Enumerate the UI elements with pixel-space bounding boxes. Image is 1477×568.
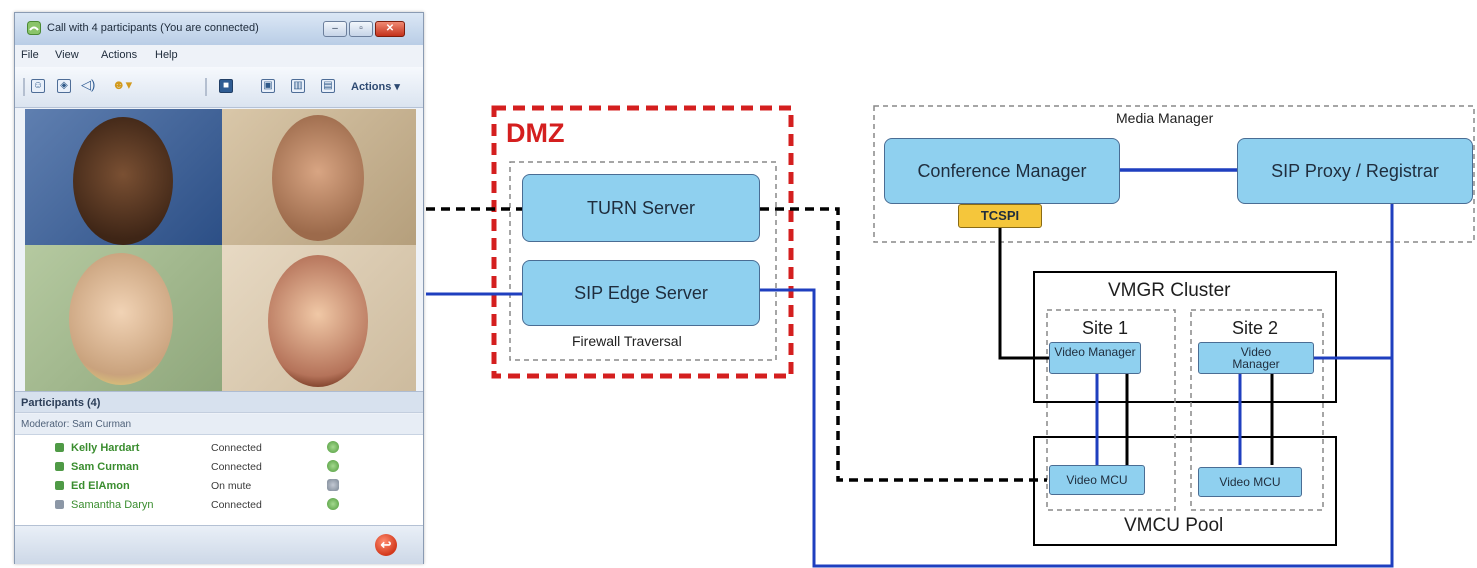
- participant-face: [272, 115, 364, 241]
- maximize-button[interactable]: ▫: [349, 21, 373, 37]
- participant-row[interactable]: Sam Curman Connected: [15, 458, 423, 477]
- video-tile-4[interactable]: [222, 245, 416, 391]
- participants-icon[interactable]: ☻▾: [111, 77, 133, 92]
- media-manager-boundary: [873, 105, 1475, 243]
- call-window: Call with 4 participants (You are connec…: [14, 12, 424, 564]
- connected-icon: [327, 460, 339, 472]
- menu-actions[interactable]: Actions: [101, 49, 138, 61]
- tcspi-link: [998, 226, 1049, 360]
- phone-user-icon: [55, 500, 64, 509]
- site2-label: Site 2: [1232, 318, 1279, 338]
- vmcu-pool-box: [1033, 436, 1337, 546]
- participant-row[interactable]: Samantha Daryn Connected: [15, 496, 423, 515]
- call-controls-bar: ↩: [15, 525, 423, 564]
- actions-dropdown[interactable]: Actions ▾: [351, 81, 400, 93]
- share-icon[interactable]: ◈: [57, 79, 71, 93]
- menu-file[interactable]: File: [21, 49, 39, 61]
- menu-view[interactable]: View: [55, 49, 79, 61]
- participant-list: Kelly Hardart Connected Sam Curman Conne…: [15, 435, 423, 525]
- site1-boundary: [1046, 309, 1176, 511]
- camera-icon[interactable]: ■: [219, 79, 233, 93]
- video-tile-1[interactable]: [25, 109, 222, 245]
- menu-help[interactable]: Help: [155, 49, 178, 61]
- participant-face: [268, 255, 368, 387]
- dmz-boundary: [491, 105, 794, 379]
- close-button[interactable]: ✕: [375, 21, 405, 37]
- participant-status: Connected: [211, 499, 262, 511]
- site2-boundary: [1190, 309, 1324, 511]
- participant-name: Kelly Hardart: [71, 442, 140, 454]
- speaker-icon[interactable]: ◁): [81, 77, 96, 92]
- user-icon: [55, 443, 64, 452]
- firewall-traversal-boundary: [509, 161, 777, 361]
- window-title: Call with 4 participants (You are connec…: [47, 22, 259, 34]
- connected-icon: [327, 441, 339, 453]
- firewall-traversal-label: Firewall Traversal: [572, 333, 682, 349]
- participant-name: Sam Curman: [71, 461, 139, 473]
- video-manager-1-node: Video Manager: [1049, 342, 1141, 374]
- user-icon: [55, 462, 64, 471]
- dmz-label: DMZ: [506, 118, 565, 148]
- minimize-button[interactable]: –: [323, 21, 347, 37]
- video-tile-2[interactable]: [222, 109, 416, 245]
- toolbar-grip: [23, 78, 25, 96]
- participant-name: Ed ElAmon: [71, 480, 130, 492]
- media-manager-label: Media Manager: [1116, 110, 1214, 126]
- vmgr-cluster-box: [1033, 271, 1337, 403]
- menu-bar: File View Actions Help: [15, 45, 423, 67]
- participant-status: Connected: [211, 442, 262, 454]
- sip-proxy-node: SIP Proxy / Registrar: [1237, 138, 1473, 204]
- site1-label: Site 1: [1082, 318, 1129, 338]
- layout-window-icon[interactable]: ▤: [321, 79, 335, 93]
- video-tile-3[interactable]: [25, 245, 222, 391]
- video-mcu-1-node: Video MCU: [1049, 465, 1145, 495]
- toolbar-grip: [205, 78, 207, 96]
- conference-manager-node: Conference Manager: [884, 138, 1120, 204]
- video-grid: [25, 109, 416, 391]
- title-bar[interactable]: Call with 4 participants (You are connec…: [15, 13, 423, 45]
- participant-row[interactable]: Ed ElAmon On mute: [15, 477, 423, 496]
- sip-edge-server-node: SIP Edge Server: [522, 260, 760, 326]
- participant-status: Connected: [211, 461, 262, 473]
- contacts-icon[interactable]: ☺: [31, 79, 45, 93]
- vmgr-cluster-label: VMGR Cluster: [1108, 280, 1231, 301]
- sip-link-edge: [760, 202, 1394, 568]
- participants-header[interactable]: Participants (4): [15, 391, 423, 413]
- toolbar: ☺ ◈ ◁) ☻▾ ■ ▣ ▥ ▤ Actions ▾: [15, 67, 423, 108]
- tcspi-node: TCSPI: [958, 204, 1042, 228]
- participant-face: [73, 117, 173, 245]
- connected-icon: [327, 498, 339, 510]
- vmcu-pool-label: VMCU Pool: [1124, 515, 1224, 536]
- mute-icon: [327, 479, 339, 491]
- call-phone-icon: [27, 21, 41, 35]
- video-mcu-2-node: Video MCU: [1198, 467, 1302, 497]
- moderator-label: Moderator: Sam Curman: [15, 414, 423, 435]
- hang-up-button[interactable]: ↩: [375, 534, 397, 556]
- layout-grid-icon[interactable]: ▥: [291, 79, 305, 93]
- participant-face: [69, 253, 173, 385]
- participant-status: On mute: [211, 480, 252, 492]
- turn-link-right: [760, 207, 1047, 482]
- participant-name: Samantha Daryn: [71, 499, 154, 511]
- user-icon: [55, 481, 64, 490]
- participant-row[interactable]: Kelly Hardart Connected: [15, 439, 423, 458]
- video-manager-2-node: Video Manager: [1198, 342, 1314, 374]
- turn-server-node: TURN Server: [522, 174, 760, 242]
- layout-single-icon[interactable]: ▣: [261, 79, 275, 93]
